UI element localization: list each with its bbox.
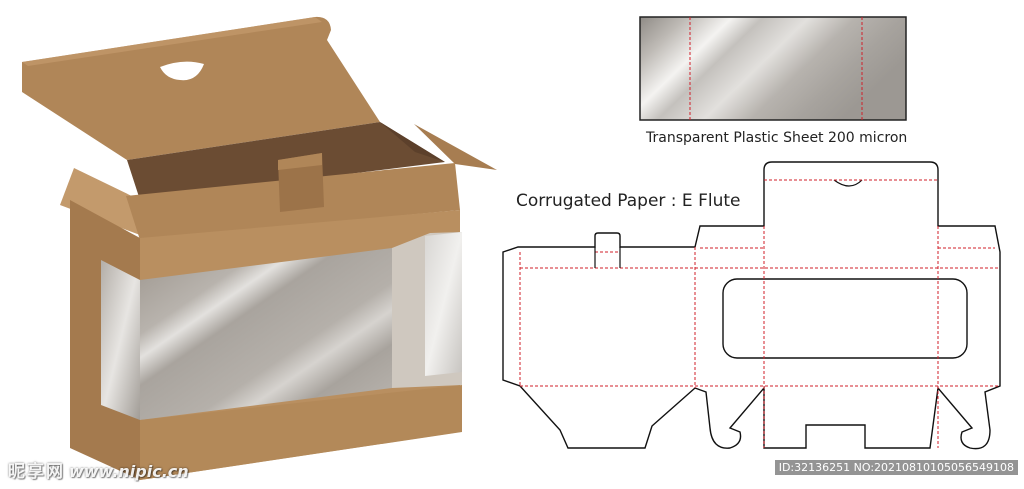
plastic-sheet-label: Transparent Plastic Sheet 200 micron — [646, 130, 908, 146]
watermark-image-id: ID:32136251 NO:20210810105056549108 — [774, 460, 1018, 475]
box-illustration — [22, 16, 497, 480]
watermark-site-cn: 昵享网 — [8, 462, 65, 482]
corrugated-paper-label: Corrugated Paper : E Flute — [516, 191, 741, 211]
watermark-site-url: www.nipic.cn — [69, 462, 189, 481]
